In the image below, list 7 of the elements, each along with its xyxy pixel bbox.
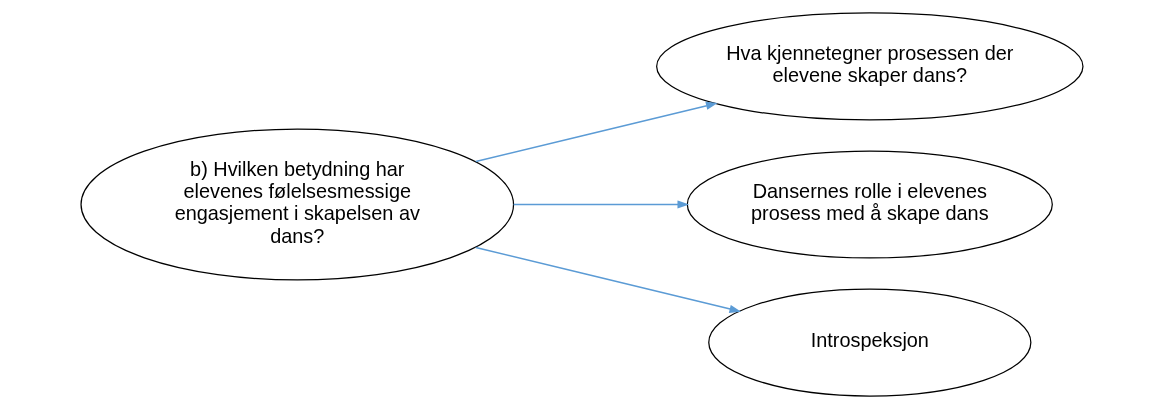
node-ellipse: b) Hvilken betydning har elevenes følelsesmessige engasjement i skapelsen av dans? bbox=[80, 128, 515, 281]
arrow bbox=[475, 101, 718, 163]
arrow bbox=[512, 200, 690, 209]
node-ellipse: Introspeksjon bbox=[708, 288, 1032, 397]
node-ellipse: Hva kjennetegner prosessen der elevene skaper dans? bbox=[656, 12, 1084, 121]
node-ellipse: Dansernes rolle i elevenes prosess med å skape dans bbox=[686, 150, 1053, 259]
arrow bbox=[475, 246, 742, 313]
